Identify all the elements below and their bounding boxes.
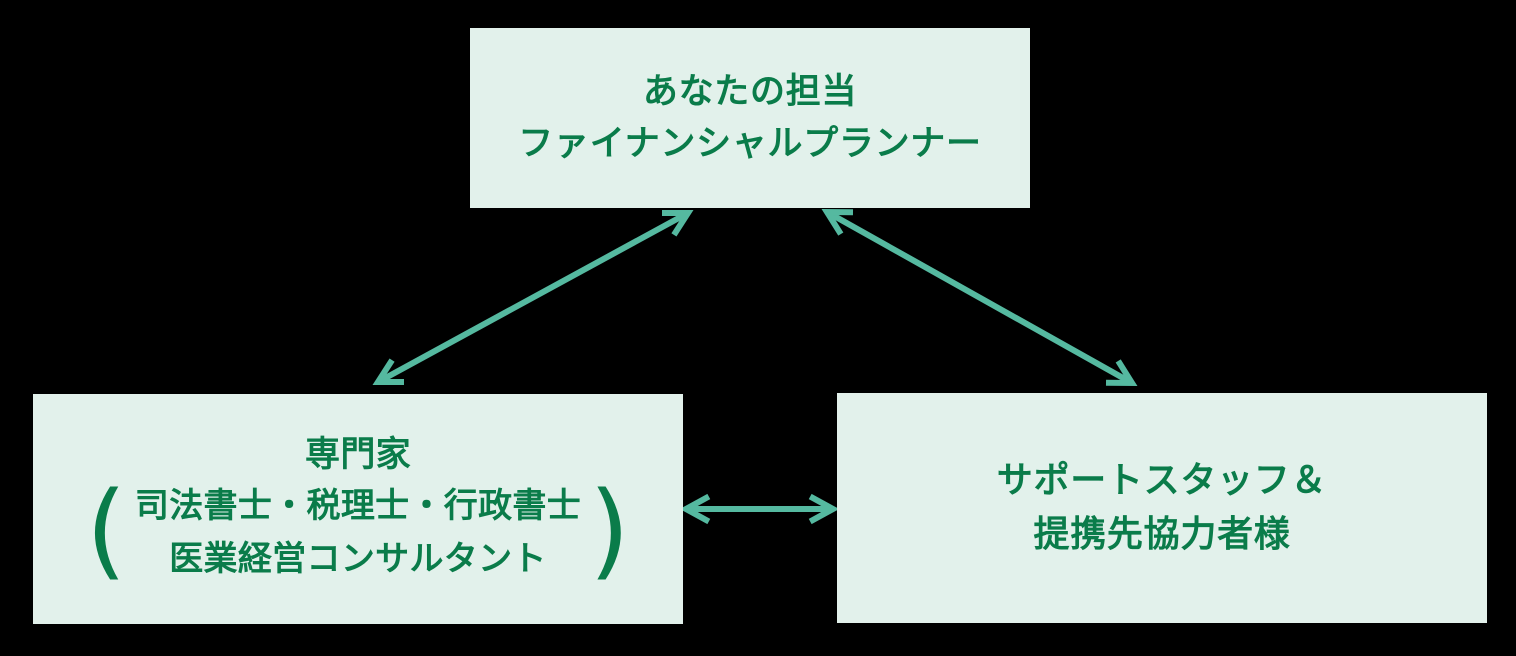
node-experts-detail-group: ( 司法書士・税理士・行政書士 医業経営コンサルタント ) [78, 469, 638, 591]
close-paren: ) [589, 469, 630, 591]
node-experts-title: 専門家 [305, 435, 411, 475]
node-financial-planner-line2: ファイナンシャルプランナー [518, 124, 982, 164]
node-support-staff: サポートスタッフ＆ 提携先協力者様 [837, 393, 1487, 623]
node-financial-planner-line1: あなたの担当 [642, 72, 858, 112]
double-arrow-planner-support-icon [821, 208, 1138, 387]
node-financial-planner: あなたの担当 ファイナンシャルプランナー [470, 28, 1030, 208]
node-experts-detail-line2: 医業経営コンサルタント [169, 539, 547, 579]
double-arrow-experts-support-icon [679, 493, 840, 525]
node-support-staff-line1: サポートスタッフ＆ [996, 460, 1328, 501]
double-arrow-planner-experts-icon [372, 209, 694, 386]
node-experts-detail-line1: 司法書士・税理士・行政書士 [134, 486, 582, 526]
node-experts-detail-lines: 司法書士・税理士・行政書士 医業経営コンサルタント [135, 480, 581, 586]
node-experts: 専門家 ( 司法書士・税理士・行政書士 医業経営コンサルタント ) [33, 394, 683, 624]
node-support-staff-line2: 提携先協力者様 [1033, 514, 1291, 555]
open-paren: ( [86, 469, 127, 591]
